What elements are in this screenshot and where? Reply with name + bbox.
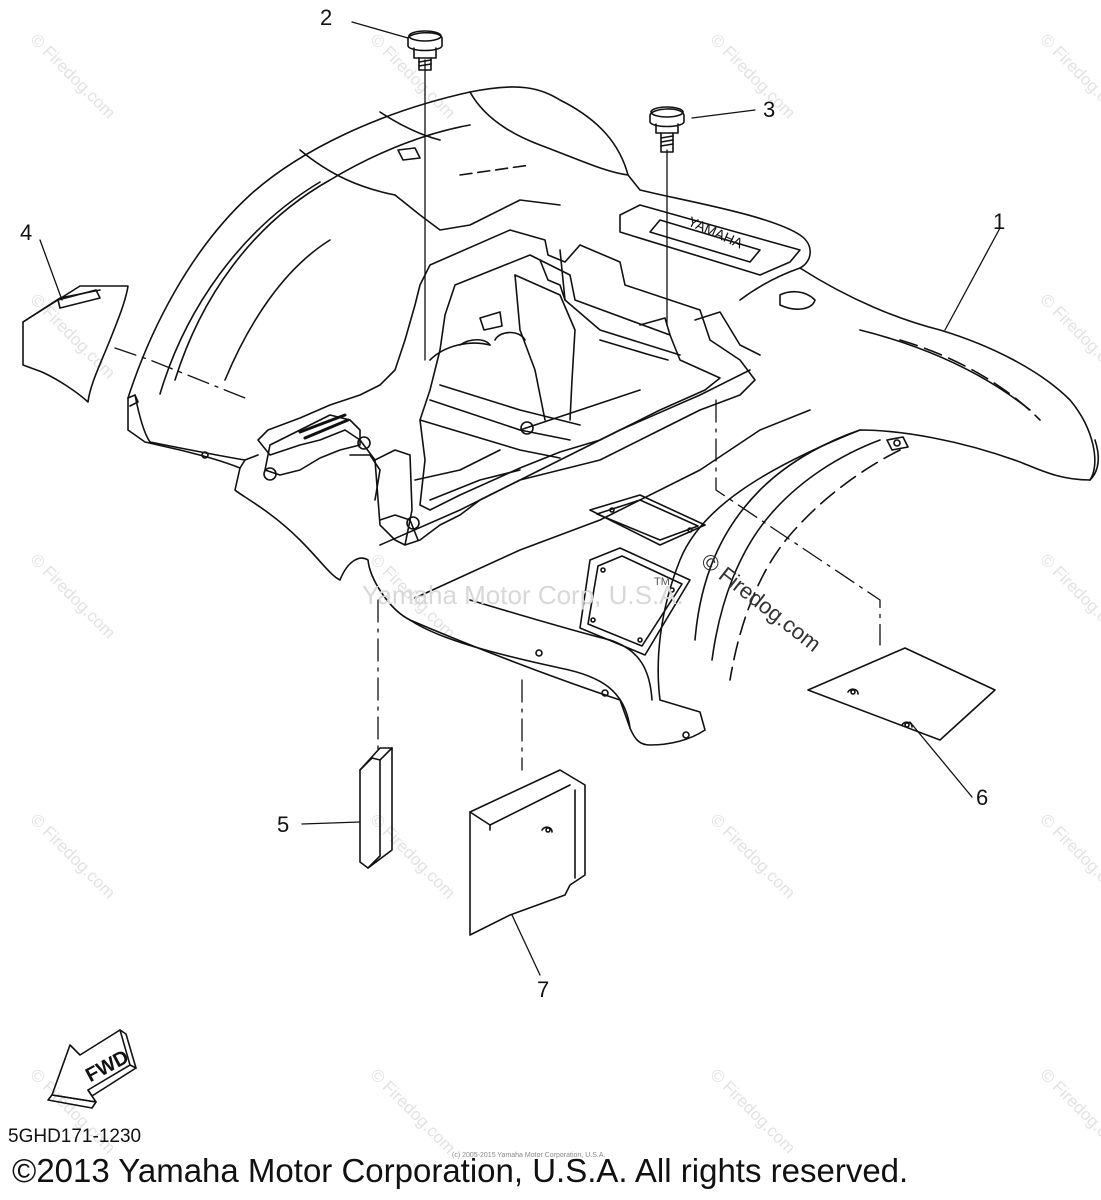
- part-7-guard: [469, 769, 586, 936]
- part-4-flap: [22, 285, 129, 403]
- pointer-2: [351, 21, 409, 39]
- part-5-plate: [359, 747, 393, 869]
- callout-1: 1: [993, 209, 1006, 234]
- small-copyright: (c) 2005-2015 Yamaha Motor Corporation, …: [452, 1152, 606, 1159]
- callout-6: 6: [976, 785, 989, 810]
- pointer-3: [691, 109, 756, 119]
- callout-pointers: [39, 21, 1001, 976]
- leader-lines: [114, 59, 881, 771]
- pointer-6: [909, 721, 973, 798]
- center-watermark: Yamaha Motor Corp, U.S.A.: [362, 580, 684, 610]
- fwd-arrow-icon: FWD: [47, 1029, 137, 1109]
- callout-2: 2: [320, 5, 333, 30]
- callout-5: 5: [277, 812, 290, 837]
- part-3-bolt: [649, 106, 685, 153]
- part-2-bolt: [407, 30, 443, 71]
- fwd-label: FWD: [82, 1046, 133, 1087]
- callout-7: 7: [537, 977, 550, 1002]
- leader-line-4: [114, 347, 251, 401]
- rear-fender: YAMAHA: [127, 86, 1100, 746]
- part-6-plate: [807, 647, 996, 741]
- callout-3: 3: [763, 97, 776, 122]
- leader-line-6: [715, 399, 881, 646]
- pointer-4: [39, 239, 63, 301]
- footer-copyright: ©2013 Yamaha Motor Corporation, U.S.A. A…: [12, 1152, 909, 1189]
- diagram-code: 5GHD171-1230: [8, 1126, 142, 1147]
- pointer-5: [301, 821, 361, 825]
- pointer-7: [511, 914, 541, 976]
- pointer-1: [944, 227, 1001, 331]
- callout-4: 4: [20, 220, 33, 245]
- trademark-mark: TM: [654, 576, 670, 588]
